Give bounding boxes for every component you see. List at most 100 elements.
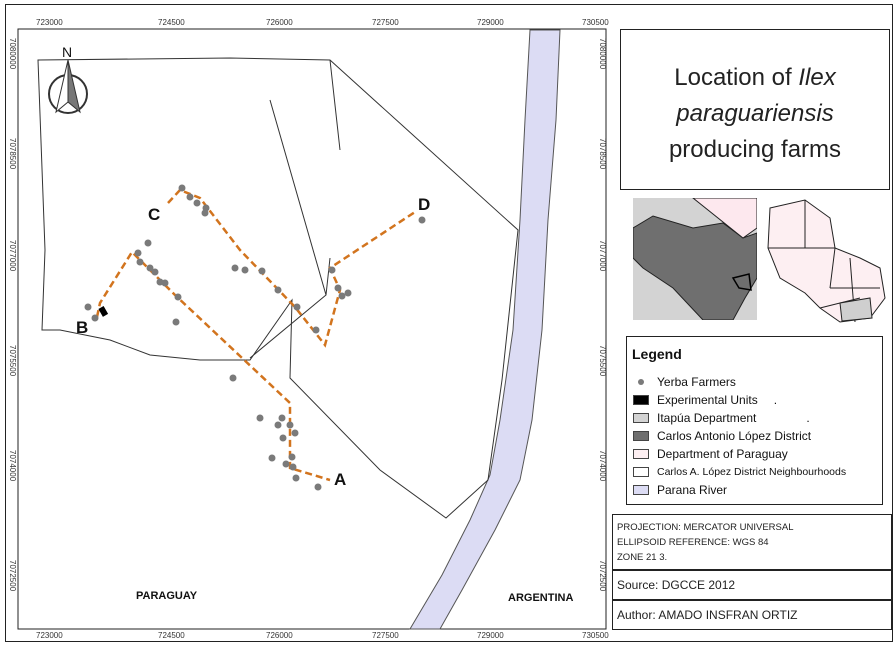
farm-group: [84, 184, 426, 491]
farm-point: [156, 278, 164, 286]
farm-point: [292, 474, 300, 482]
route-line: [167, 188, 416, 348]
y-tick-left: 7074000: [8, 450, 17, 482]
legend-title: Legend: [632, 346, 682, 362]
district-swatch: [633, 431, 649, 441]
north-arrow-icon: N: [44, 44, 92, 118]
farm-point: [293, 303, 301, 311]
route-group: [95, 188, 416, 482]
legend-label: Department of Paraguay: [657, 447, 788, 461]
projection-info: PROJECTION: MERCATOR UNIVERSAL ELLIPSOID…: [612, 514, 892, 570]
farm-point: [229, 374, 237, 382]
neighbourhood-swatch: [633, 467, 649, 477]
x-tick-bottom: 729000: [477, 631, 504, 640]
projection-text: PROJECTION: MERCATOR UNIVERSAL: [617, 522, 794, 533]
map-frame: [5, 4, 893, 642]
point-label-a: A: [334, 470, 347, 489]
farm-point: [91, 314, 99, 322]
legend-label: Carlos A. López District Neighbourhoods: [657, 466, 847, 478]
farm-point: [314, 483, 322, 491]
legend-label: Carlos Antonio López District: [657, 429, 812, 443]
y-tick-right: 7078500: [598, 138, 607, 170]
inset-district-map: [633, 198, 757, 320]
x-tick-top: 730500: [582, 18, 609, 27]
y-tick-left: 7080000: [8, 38, 17, 70]
legend: Legend Yerba Farmers Experimental Units.…: [626, 336, 883, 505]
y-tick-left: 7078500: [8, 138, 17, 170]
farm-point: [151, 268, 159, 276]
point-label-b: B: [76, 318, 89, 337]
x-tick-bottom: 724500: [158, 631, 185, 640]
point-label-c: C: [148, 205, 161, 224]
x-tick-top: 729000: [477, 18, 504, 27]
farm-point: [144, 239, 152, 247]
experimental-unit-swatch: [633, 395, 649, 405]
title-text-end: producing farms: [668, 136, 842, 163]
farm-point: [178, 184, 186, 192]
farm-point: [286, 421, 294, 429]
author-info: Author: AMADO INSFRAN ORTIZ: [612, 600, 892, 630]
farm-point: [344, 289, 352, 297]
route-line: [95, 250, 331, 482]
x-tick-top: 727500: [372, 18, 399, 27]
x-tick-bottom: 723000: [36, 631, 63, 640]
farm-point: [334, 284, 342, 292]
farm-point: [268, 454, 276, 462]
x-tick-bottom: 730500: [582, 631, 609, 640]
farm-point: [279, 434, 287, 442]
y-tick-left: 7072500: [8, 560, 17, 592]
farm-point: [231, 264, 239, 272]
x-tick-top: 724500: [158, 18, 185, 27]
y-tick-right: 7080000: [598, 38, 607, 70]
farm-point: [202, 204, 210, 212]
country-label-argentina: ARGENTINA: [508, 592, 574, 604]
point-label-d: D: [418, 195, 431, 214]
country-label-paraguay: PARAGUAY: [136, 590, 198, 602]
y-tick-right: 7077000: [598, 240, 607, 272]
farm-point: [274, 286, 282, 294]
farm-point: [241, 266, 249, 274]
legend-item-itapua: Itapúa Department.: [627, 410, 882, 428]
farm-point: [172, 318, 180, 326]
farm-point: [288, 453, 296, 461]
y-tick-right: 7074000: [598, 450, 607, 482]
legend-item-neighbourhoods: Carlos A. López District Neighbourhoods: [627, 464, 882, 482]
x-tick-bottom: 727500: [372, 631, 399, 640]
north-label: N: [62, 44, 73, 60]
farm-point: [84, 303, 92, 311]
legend-item-river: Parana River: [627, 482, 882, 500]
farm-point: [256, 414, 264, 422]
farm-point: [146, 264, 154, 272]
neighbourhood-line: [249, 59, 341, 359]
farm-point: [289, 463, 297, 471]
y-tick-right: 7072500: [598, 560, 607, 592]
title-text: Location of: [674, 64, 799, 91]
legend-item-experimental-units: Experimental Units.: [627, 392, 882, 410]
farm-point: [282, 460, 290, 468]
farm-point: [418, 216, 426, 224]
parana-river: [409, 29, 561, 630]
legend-label: Itapúa Department.: [657, 411, 810, 425]
farm-point: [186, 193, 194, 201]
itapua-swatch: [633, 413, 649, 423]
farm-point: [136, 258, 144, 266]
map-border: [17, 28, 607, 630]
zone-text: ZONE 21 3.: [617, 552, 668, 563]
farm-point: [134, 249, 142, 257]
farm-dot-icon: [638, 379, 644, 385]
river-swatch: [633, 485, 649, 495]
y-tick-left: 7075500: [8, 345, 17, 377]
y-tick-left: 7077000: [8, 240, 17, 272]
farm-point: [312, 326, 320, 334]
farm-point: [291, 429, 299, 437]
x-tick-bottom: 726000: [266, 631, 293, 640]
legend-item-department: Department of Paraguay: [627, 446, 882, 464]
x-tick-top: 726000: [266, 18, 293, 27]
farm-point: [338, 292, 346, 300]
source-info: Source: DGCCE 2012: [612, 570, 892, 600]
legend-label: Experimental Units.: [657, 393, 778, 407]
map-title: Location of Ilex paraguariensis producin…: [620, 29, 890, 190]
farm-point: [274, 421, 282, 429]
title-italic-genus: Ilex: [798, 64, 836, 91]
